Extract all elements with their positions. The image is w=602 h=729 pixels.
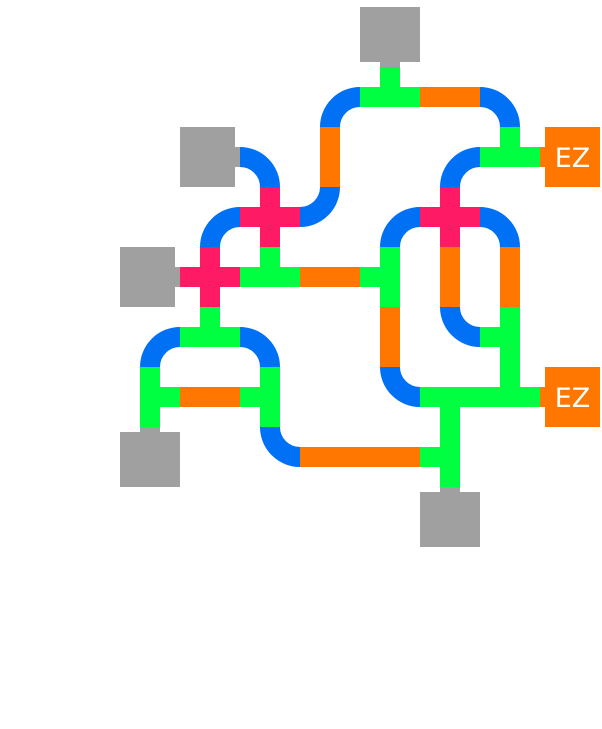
elbow-tile[interactable] xyxy=(299,186,360,247)
straight-tile[interactable] xyxy=(360,307,420,367)
source-pipe-icon xyxy=(120,427,180,487)
elbow-tile[interactable] xyxy=(420,127,481,188)
straight-tile[interactable] xyxy=(300,127,360,187)
elbow-tile[interactable] xyxy=(420,306,481,367)
tee-tile[interactable] xyxy=(420,367,480,427)
straight-tile[interactable] xyxy=(300,247,360,307)
tee-tile[interactable] xyxy=(480,127,540,187)
tee-pipe-icon xyxy=(180,307,240,347)
elbow-pipe-icon xyxy=(440,147,481,188)
target-block[interactable]: EZ xyxy=(540,127,600,187)
elbow-pipe-icon xyxy=(380,366,421,407)
elbow-pipe-icon xyxy=(440,306,481,347)
elbow-tile[interactable] xyxy=(120,307,181,368)
elbow-tile[interactable] xyxy=(240,426,301,487)
tee-tile[interactable] xyxy=(420,427,480,487)
tee-tile[interactable] xyxy=(180,307,240,367)
tee-pipe-icon xyxy=(360,67,420,107)
elbow-tile[interactable] xyxy=(239,127,300,188)
straight-pipe-icon xyxy=(420,87,480,107)
straight-tile[interactable] xyxy=(300,427,360,487)
elbow-pipe-icon xyxy=(320,87,361,128)
tee-pipe-icon xyxy=(240,247,300,287)
cross-pipe-icon xyxy=(180,247,240,307)
source-block[interactable] xyxy=(180,127,240,187)
tee-tile[interactable] xyxy=(360,67,420,127)
cross-pipe-icon xyxy=(420,187,480,247)
elbow-pipe-icon xyxy=(239,327,280,368)
tee-pipe-icon xyxy=(480,307,520,367)
target-pipe-icon: EZ xyxy=(540,127,600,187)
tee-tile[interactable] xyxy=(480,367,540,427)
straight-pipe-icon xyxy=(360,447,420,467)
elbow-tile[interactable] xyxy=(300,67,361,128)
elbow-pipe-icon xyxy=(260,426,301,467)
straight-tile[interactable] xyxy=(420,247,480,307)
target-pipe-icon: EZ xyxy=(540,367,600,427)
elbow-tile[interactable] xyxy=(360,187,421,248)
elbow-tile[interactable] xyxy=(479,67,540,128)
straight-pipe-icon xyxy=(300,447,360,467)
straight-tile[interactable] xyxy=(480,247,540,307)
tee-tile[interactable] xyxy=(360,247,420,307)
source-pipe-icon xyxy=(180,127,240,187)
straight-tile[interactable] xyxy=(180,367,240,427)
tee-pipe-icon xyxy=(480,127,540,167)
elbow-pipe-icon xyxy=(479,87,520,128)
target-label: EZ xyxy=(555,143,591,174)
target-block[interactable]: EZ xyxy=(540,367,600,427)
tee-pipe-icon xyxy=(140,367,180,427)
tee-tile[interactable] xyxy=(240,247,300,307)
elbow-pipe-icon xyxy=(299,186,340,227)
tee-pipe-icon xyxy=(240,367,280,427)
source-pipe-icon xyxy=(360,7,420,67)
elbow-pipe-icon xyxy=(140,327,181,368)
elbow-pipe-icon xyxy=(239,147,280,188)
tee-pipe-icon xyxy=(420,387,480,427)
elbow-tile[interactable] xyxy=(239,307,300,368)
straight-pipe-icon xyxy=(380,307,400,367)
elbow-pipe-icon xyxy=(479,207,520,248)
source-pipe-icon xyxy=(120,247,180,307)
cross-tile[interactable] xyxy=(180,247,240,307)
tee-tile[interactable] xyxy=(240,367,300,427)
target-label: EZ xyxy=(555,383,591,414)
elbow-tile[interactable] xyxy=(180,187,241,248)
straight-tile[interactable] xyxy=(420,67,480,127)
cross-tile[interactable] xyxy=(240,187,300,247)
source-block[interactable] xyxy=(120,247,180,307)
straight-pipe-icon xyxy=(300,267,360,287)
source-pipe-icon xyxy=(420,487,480,547)
tee-tile[interactable] xyxy=(480,307,540,367)
straight-pipe-icon xyxy=(180,387,240,407)
tee-pipe-icon xyxy=(480,367,540,407)
cross-pipe-icon xyxy=(240,187,300,247)
straight-tile[interactable] xyxy=(360,427,420,487)
straight-pipe-icon xyxy=(500,247,520,307)
pipe-puzzle-board: EZ EZ xyxy=(0,7,600,547)
straight-pipe-icon xyxy=(440,247,460,307)
tee-pipe-icon xyxy=(360,247,400,307)
tee-pipe-icon xyxy=(420,427,460,487)
elbow-pipe-icon xyxy=(380,207,421,248)
elbow-tile[interactable] xyxy=(360,366,421,427)
source-block[interactable] xyxy=(120,427,180,487)
source-block[interactable] xyxy=(360,7,420,67)
source-block[interactable] xyxy=(420,487,480,547)
tee-tile[interactable] xyxy=(120,367,180,427)
straight-pipe-icon xyxy=(320,127,340,187)
cross-tile[interactable] xyxy=(420,187,480,247)
elbow-pipe-icon xyxy=(200,207,241,248)
elbow-tile[interactable] xyxy=(479,187,540,248)
